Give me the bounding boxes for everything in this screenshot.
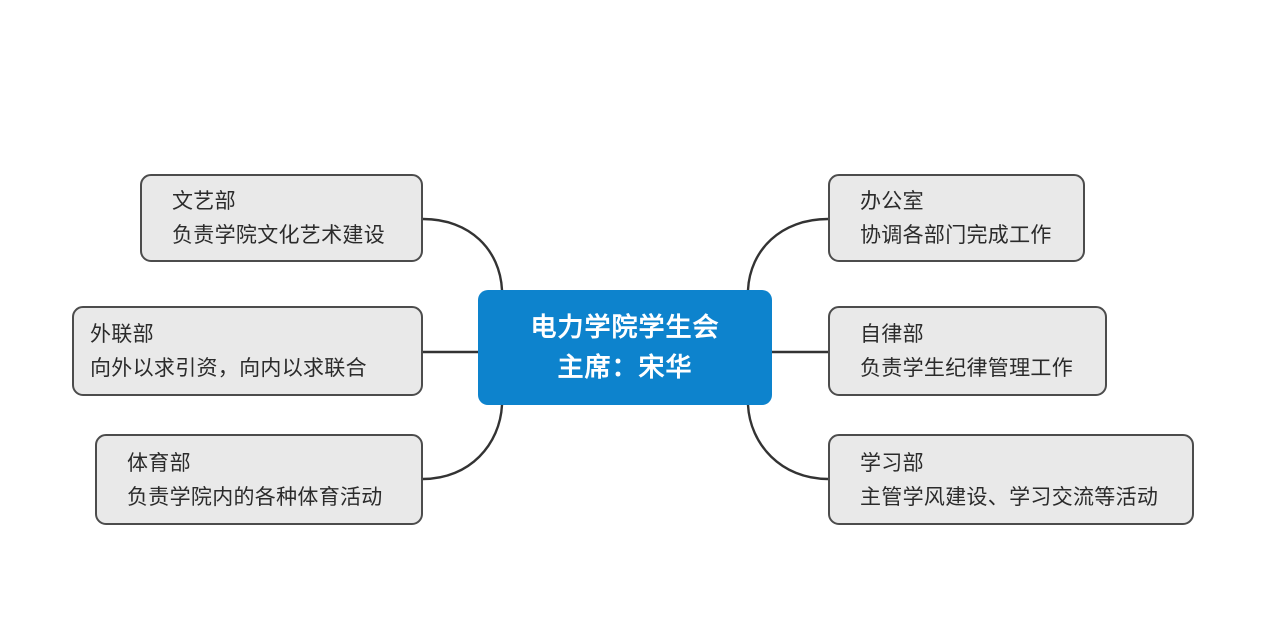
center-node[interactable]: 电力学院学生会 主席：宋华 xyxy=(478,290,772,405)
center-node-title: 电力学院学生会 xyxy=(530,312,720,343)
center-node-subtitle: 主席：宋华 xyxy=(557,352,693,383)
branch-title: 体育部 xyxy=(127,450,191,475)
branch-node-left-1[interactable]: 文艺部 负责学院文化艺术建设 xyxy=(140,174,423,262)
branch-description: 负责学院文化艺术建设 xyxy=(172,223,385,247)
branch-description: 负责学院内的各种体育活动 xyxy=(127,484,383,509)
branch-node-right-1[interactable]: 办公室 协调各部门完成工作 xyxy=(828,174,1085,262)
branch-title: 外联部 xyxy=(90,322,154,346)
branch-title: 办公室 xyxy=(860,189,924,213)
branch-description: 协调各部门完成工作 xyxy=(860,223,1052,247)
branch-title: 自律部 xyxy=(860,322,924,346)
branch-title: 学习部 xyxy=(860,450,924,475)
connector-right-bottom xyxy=(746,403,830,481)
branch-node-left-2[interactable]: 外联部 向外以求引资，向内以求联合 xyxy=(72,306,423,396)
connector-left-top xyxy=(421,217,504,292)
connector-left-bottom xyxy=(421,403,504,481)
branch-node-right-2[interactable]: 自律部 负责学生纪律管理工作 xyxy=(828,306,1107,396)
branch-description: 主管学风建设、学习交流等活动 xyxy=(860,484,1159,509)
branch-description: 向外以求引资，向内以求联合 xyxy=(90,356,367,380)
branch-node-left-3[interactable]: 体育部 负责学院内的各种体育活动 xyxy=(95,434,423,525)
branch-description: 负责学生纪律管理工作 xyxy=(860,356,1073,380)
branch-node-right-3[interactable]: 学习部 主管学风建设、学习交流等活动 xyxy=(828,434,1194,525)
branch-title: 文艺部 xyxy=(172,189,236,213)
connector-right-top xyxy=(746,217,830,292)
